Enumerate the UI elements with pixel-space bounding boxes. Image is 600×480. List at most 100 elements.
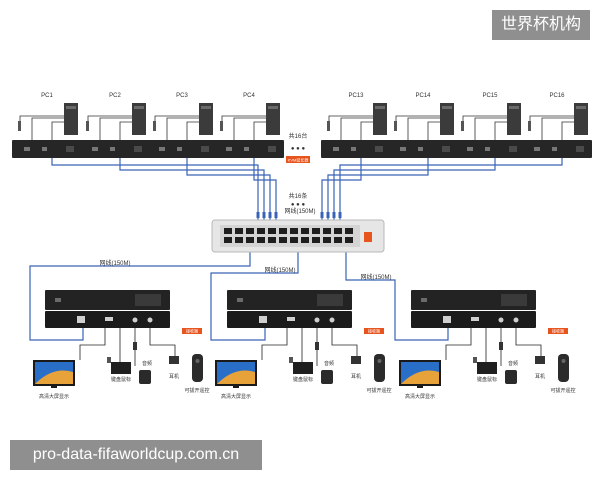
pc-label: PC14 xyxy=(415,93,431,99)
receiver-row: 接收端高清大屏显示键盘鼠标音频耳机可拔开遥控接收端高清大屏显示键盘鼠标音频耳机可… xyxy=(33,290,576,400)
remote-label: 可拔开遥控 xyxy=(184,387,209,394)
usb-plug-icon xyxy=(153,121,156,131)
pc-cable xyxy=(395,115,440,121)
transmitter-port xyxy=(42,147,47,151)
keyboard-icon xyxy=(111,362,131,374)
monitor-wallpaper xyxy=(217,370,255,384)
network-cable xyxy=(51,158,259,220)
center-labels: 共16台 ● ● ● KVM延长器 共16条 ● ● ● 网线(150M) xyxy=(284,132,315,215)
total-cables-label: 共16条 xyxy=(289,192,308,200)
audio-port-icon xyxy=(147,317,153,323)
rj45-plug xyxy=(262,212,266,218)
usb-plug-icon xyxy=(86,121,89,131)
hdmi-port-icon xyxy=(287,317,295,321)
pc-tower-slot xyxy=(66,106,76,109)
receiver-indicator xyxy=(421,298,427,302)
pc-cable xyxy=(31,117,64,140)
switch xyxy=(211,219,385,253)
pc-cable xyxy=(340,117,373,140)
audio-cable xyxy=(149,328,176,358)
audio-cable xyxy=(331,328,358,358)
pc-tower-slot xyxy=(576,106,586,109)
switch-port xyxy=(345,237,353,243)
receiver-cable-label: 网线(150M) xyxy=(264,266,295,274)
total-pcs-label: 共16台 xyxy=(289,132,308,140)
receiver-indicator xyxy=(237,298,243,302)
pc-label: PC1 xyxy=(41,93,53,99)
headphone-label: 耳机 xyxy=(535,373,545,380)
pc-label: PC3 xyxy=(176,93,188,99)
switch-port xyxy=(301,237,309,243)
remote-icon xyxy=(374,354,385,382)
pc-unit: PC4 xyxy=(214,93,284,158)
pc-tower-icon xyxy=(574,103,588,135)
pc-unit: PC2 xyxy=(80,93,150,158)
pc-tower-icon xyxy=(507,103,521,135)
transmitter-port xyxy=(66,146,74,152)
hdmi-port-icon xyxy=(105,317,113,321)
remote-button xyxy=(377,359,382,363)
receiver-cable-label: 网线(150M) xyxy=(360,273,391,281)
pc-unit: PC3 xyxy=(147,93,217,158)
transmitter-port xyxy=(351,147,356,151)
transmitter-port xyxy=(177,147,182,151)
transmitter-port xyxy=(467,147,473,151)
receiver-tag-label: 接收端 xyxy=(186,328,198,334)
switch-port xyxy=(257,228,265,234)
pc-label: PC16 xyxy=(549,93,565,99)
remote-icon xyxy=(558,354,569,382)
switch-port xyxy=(323,228,331,234)
rj45-plug xyxy=(268,212,272,218)
transmitter-port xyxy=(418,147,423,151)
switch-port xyxy=(257,237,265,243)
switch-port xyxy=(301,228,309,234)
switch-port xyxy=(224,237,232,243)
rj45-port-icon xyxy=(259,316,267,323)
switch-port xyxy=(224,228,232,234)
audio-port-icon xyxy=(314,317,320,323)
pc-tower-icon xyxy=(199,103,213,135)
pc-cable xyxy=(186,121,199,140)
keyboard-label: 键盘鼠标 xyxy=(293,376,313,383)
switch-port xyxy=(290,228,298,234)
rj45-plug xyxy=(256,212,260,218)
receiver-indicator xyxy=(55,298,61,302)
pc-unit: PC1 xyxy=(12,93,82,158)
switch-port xyxy=(312,237,320,243)
pc-tower-icon xyxy=(440,103,454,135)
switch-port xyxy=(345,228,353,234)
transmitter-port xyxy=(552,147,557,151)
pc-cable xyxy=(119,121,132,140)
audio-port-icon xyxy=(329,317,335,323)
pc-cable xyxy=(19,115,64,121)
hdmi-port-icon xyxy=(471,317,479,321)
pc-cable xyxy=(529,115,574,121)
receiver-tag xyxy=(364,328,384,334)
pc-tower-icon xyxy=(266,103,280,135)
pc-tower-icon xyxy=(132,103,146,135)
receiver-fan-panel xyxy=(135,294,161,306)
audio-port-icon xyxy=(513,317,519,323)
pc-cable xyxy=(154,115,199,121)
receiver-tag-label: 接收端 xyxy=(552,328,564,334)
headphone-label: 耳机 xyxy=(169,373,179,380)
transmitter-port xyxy=(375,146,383,152)
pc-cable xyxy=(541,117,574,140)
transmitter-port xyxy=(485,147,490,151)
transmitter-port xyxy=(400,147,406,151)
usb-plug-icon xyxy=(461,121,464,131)
pc-cable xyxy=(87,115,132,121)
pc-label: PC15 xyxy=(482,93,498,99)
audio-jack-icon xyxy=(499,342,503,350)
rj45-plug xyxy=(338,212,342,218)
usb-plug-icon xyxy=(220,121,223,131)
orange-tag-top-label: KVM延长器 xyxy=(288,157,309,163)
monitor-stand xyxy=(417,386,423,388)
audio-label: 音频 xyxy=(324,360,334,367)
audio-port-icon xyxy=(132,317,138,323)
network-cable xyxy=(119,158,265,220)
transmitter-port xyxy=(442,146,450,152)
transmitter-port xyxy=(534,147,540,151)
keyboard-icon xyxy=(477,362,497,374)
